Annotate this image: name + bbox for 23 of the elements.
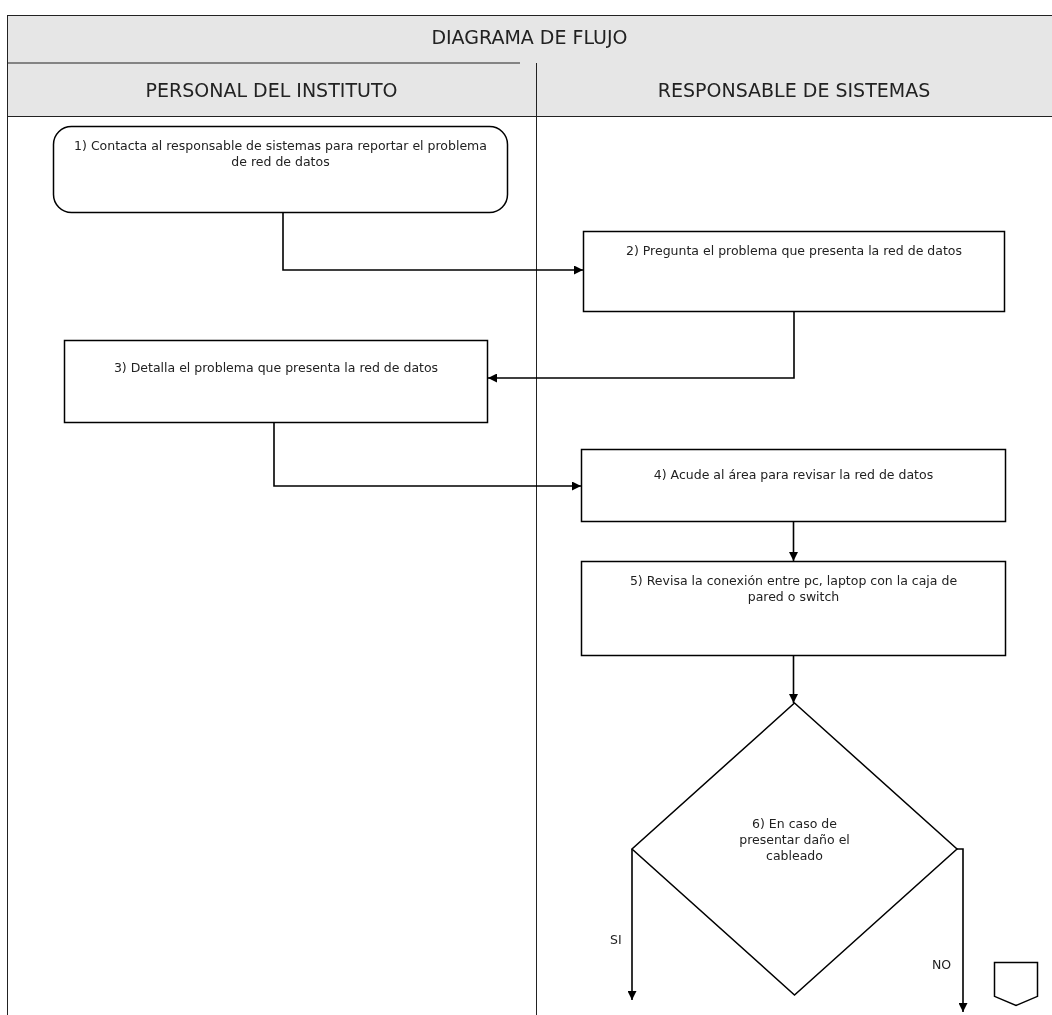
step-text: 4) Acude al área para revisar la red de datos — [652, 467, 935, 483]
process-box — [583, 231, 1005, 312]
step-text: 2) Pregunta el problema que presenta la red de datos — [625, 243, 963, 259]
decision-text: 6) En caso de presentar daño el cableado — [738, 816, 851, 864]
process-box — [581, 561, 1006, 656]
step-text: 1) Contacta al responsable de sistemas para reportar el problema de red de datos — [73, 138, 488, 170]
arrow — [627, 848, 637, 1001]
lane-header: PERSONAL DEL INSTITUTO — [144, 79, 399, 101]
arrow — [789, 521, 798, 562]
arrow — [789, 655, 798, 704]
arrow — [273, 422, 582, 491]
lane-header: RESPONSABLE DE SISTEMAS — [656, 79, 932, 101]
start-box — [53, 126, 508, 213]
diagram-title: DIAGRAMA DE FLUJO — [430, 26, 629, 48]
decision-diamond — [632, 703, 957, 995]
arrow — [282, 212, 584, 275]
step-text: 5) Revisa la conexión entre pc, laptop con la caja de pared o switch — [628, 573, 959, 605]
arrow — [487, 311, 795, 383]
arrow — [956, 848, 968, 1013]
step-text: 3) Detalla el problema que presenta la red de datos — [112, 360, 440, 376]
off-page-connector — [994, 962, 1038, 1006]
process-box — [581, 449, 1006, 522]
process-box — [64, 340, 488, 423]
